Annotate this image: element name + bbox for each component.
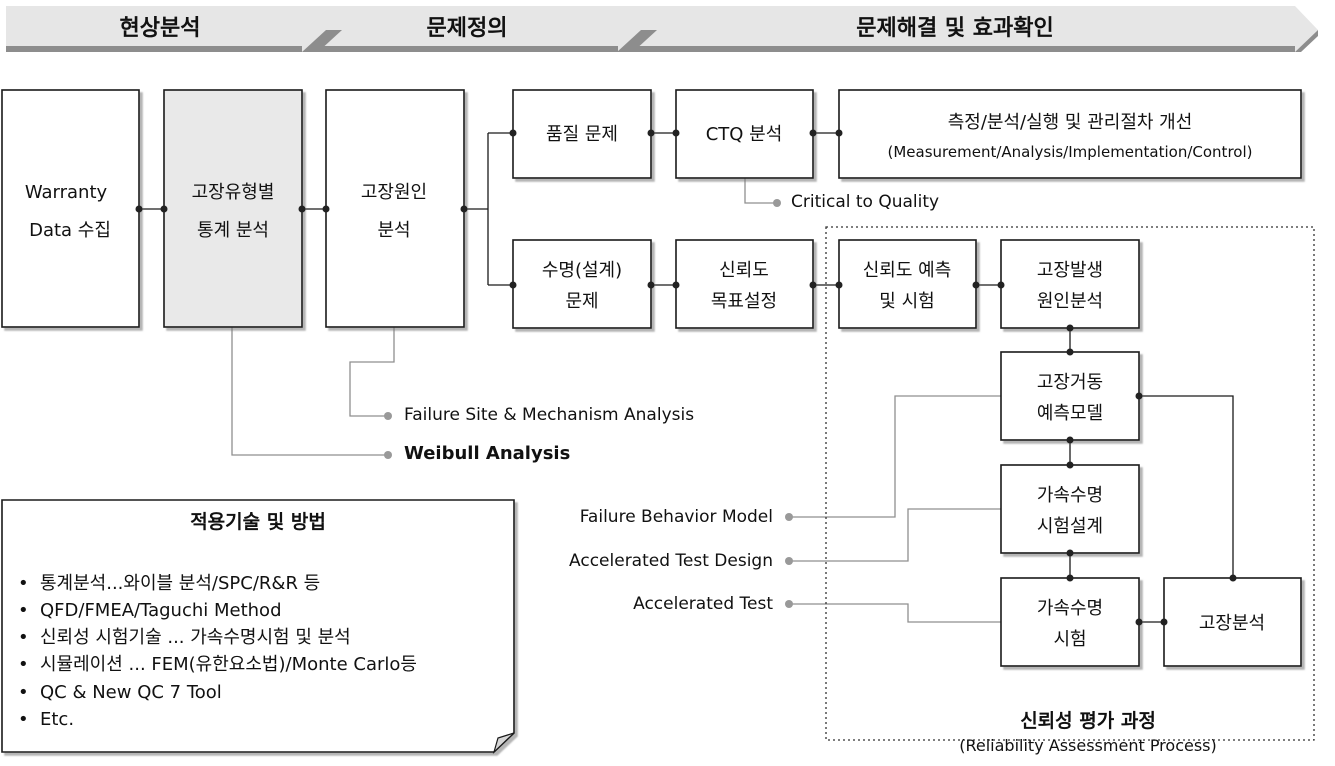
annotation-fsma: Failure Site & Mechanism Analysis (404, 405, 694, 425)
svg-text:•: • (18, 573, 29, 594)
svg-text:수명(설계): 수명(설계) (542, 260, 622, 281)
phase-label-analysis: 현상분석 (120, 16, 201, 41)
techniques-item: 통계분석...와이블 분석/SPC/R&R 등 (40, 573, 320, 594)
svg-text:•: • (18, 654, 29, 675)
svg-text:측정/분석/실행 및 관리절차 개선: 측정/분석/실행 및 관리절차 개선 (948, 112, 1193, 133)
box-life-problem: 수명(설계) 문제 (512, 239, 652, 329)
box-ctq: CTQ 분석 (675, 89, 814, 179)
box-failure-model: 고장거동 예측모델 (1000, 351, 1140, 441)
box-failure-analysis: 고장분석 (1163, 577, 1302, 667)
annotation-accelerated-design: Accelerated Test Design (569, 551, 773, 571)
svg-text:•: • (18, 600, 29, 621)
svg-text:예측모델: 예측모델 (1037, 403, 1103, 424)
svg-text:•: • (18, 627, 29, 648)
svg-text:고장분석: 고장분석 (1199, 613, 1265, 634)
reliability-region: 신뢰성 평가 과정 (Reliability Assessment Proces… (825, 226, 1315, 755)
svg-text:목표설정: 목표설정 (711, 291, 777, 312)
box-stat-analysis: 고장유형별 통계 분석 (163, 89, 303, 328)
box-reliability-predict: 신뢰도 예측 및 시험 (838, 239, 977, 329)
phase-label-definition: 문제정의 (427, 16, 508, 41)
connector-dots (135, 129, 1237, 626)
svg-text:Data 수집: Data 수집 (29, 220, 111, 241)
box-warranty: Warranty Data 수집 (1, 89, 140, 328)
svg-text:문제: 문제 (565, 291, 598, 312)
svg-text:및 시험: 및 시험 (879, 291, 934, 312)
svg-text:신뢰도 예측: 신뢰도 예측 (863, 260, 952, 281)
svg-text:원인분석: 원인분석 (1037, 291, 1103, 312)
reliability-region-title: 신뢰성 평가 과정 (1020, 710, 1156, 732)
techniques-item: QC & New QC 7 Tool (40, 682, 222, 703)
phase-banner: 현상분석 문제정의 문제해결 및 효과확인 (6, 6, 1318, 52)
svg-text:고장거동: 고장거동 (1037, 372, 1103, 393)
box-failure-cause: 고장발생 원인분석 (1000, 239, 1140, 329)
phase-label-solution: 문제해결 및 효과확인 (856, 16, 1053, 41)
svg-text:•: • (18, 709, 29, 730)
svg-text:시험설계: 시험설계 (1037, 516, 1103, 537)
connectors (139, 132, 1234, 623)
svg-text:고장발생: 고장발생 (1037, 260, 1103, 281)
svg-text:가속수명: 가속수명 (1037, 598, 1103, 619)
svg-text:CTQ 분석: CTQ 분석 (706, 124, 783, 145)
techniques-item: QFD/FMEA/Taguchi Method (40, 600, 282, 621)
svg-text:Warranty: Warranty (25, 182, 108, 203)
annotation-accelerated-test: Accelerated Test (633, 594, 773, 614)
svg-text:(Measurement/Analysis/Implemen: (Measurement/Analysis/Implementation/Con… (888, 143, 1253, 161)
svg-text:시험: 시험 (1053, 629, 1086, 650)
leader-lines (231, 178, 1001, 623)
techniques-item: 시뮬레이션 ... FEM(유한요소법)/Monte Carlo등 (40, 654, 417, 675)
box-improvement: 측정/분석/실행 및 관리절차 개선 (Measurement/Analysis… (838, 89, 1302, 179)
svg-text:•: • (18, 682, 29, 703)
reliability-region-subtitle: (Reliability Assessment Process) (959, 736, 1217, 755)
box-quality-problem: 품질 문제 (512, 89, 652, 179)
annotation-weibull: Weibull Analysis (404, 443, 570, 464)
svg-text:통계 분석: 통계 분석 (197, 220, 269, 241)
svg-text:분석: 분석 (377, 220, 410, 241)
svg-text:가속수명: 가속수명 (1037, 485, 1103, 506)
techniques-title: 적용기술 및 방법 (190, 511, 326, 533)
svg-text:고장유형별: 고장유형별 (192, 182, 275, 203)
svg-text:고장원인: 고장원인 (361, 182, 427, 203)
box-alt-test: 가속수명 시험 (1000, 577, 1140, 667)
annotation-ctq: Critical to Quality (791, 192, 939, 212)
svg-text:품질 문제: 품질 문제 (546, 124, 618, 145)
annotation-failure-behavior: Failure Behavior Model (580, 507, 773, 527)
techniques-note: 적용기술 및 방법 • 통계분석...와이블 분석/SPC/R&R 등 • QF… (1, 499, 515, 754)
box-root-cause: 고장원인 분석 (325, 89, 465, 328)
svg-text:신뢰도: 신뢰도 (719, 260, 769, 281)
box-alt-design: 가속수명 시험설계 (1000, 464, 1140, 554)
box-reliability-target: 신뢰도 목표설정 (675, 239, 814, 329)
techniques-item: 신뢰성 시험기술 ... 가속수명시험 및 분석 (40, 627, 351, 648)
techniques-item: Etc. (40, 709, 74, 730)
